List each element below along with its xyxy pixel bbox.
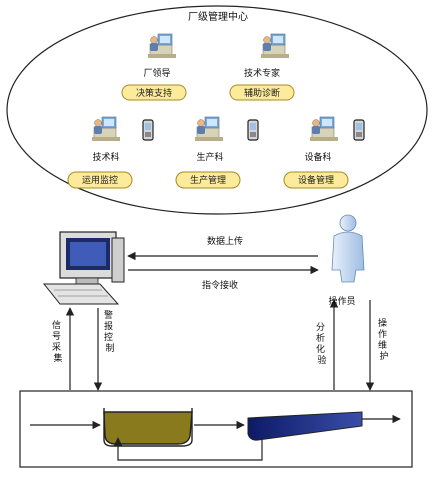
node-tech-expert-pill [229, 84, 295, 101]
computer-icon [42, 231, 125, 305]
node-tech-dept-pill [67, 171, 133, 189]
management-center-ellipse [6, 5, 428, 215]
node-plant-manager-name: 厂领导 [143, 67, 170, 79]
node-tech-expert-name: 技术专家 [244, 67, 280, 79]
operation-maintain-char: 作 [378, 328, 387, 340]
workstation-icon [194, 116, 224, 142]
alarm-control-char: 控 [104, 331, 113, 343]
signal-collect-label: 信 号 采 集 [52, 319, 64, 364]
node-production-dept-function: 生产管理 [190, 174, 226, 186]
alarm-control-char: 制 [105, 342, 114, 354]
handheld-device-icon [353, 119, 365, 141]
operation-maintain-char: 护 [379, 350, 388, 362]
workstation-icon [260, 33, 290, 59]
node-tech-dept-name: 技术科 [92, 151, 119, 163]
node-plant-manager-function: 决策支持 [136, 87, 172, 99]
data-upload-label: 数据上传 [207, 235, 243, 247]
alarm-control-char: 报 [104, 320, 113, 332]
handheld-device-icon [247, 119, 259, 141]
analysis-assay-char: 析 [316, 332, 325, 344]
management-center-title: 厂级管理中心 [188, 10, 248, 23]
workstation-icon [147, 33, 177, 59]
clarifier-channel [247, 411, 363, 441]
operator-label: 操作员 [328, 295, 355, 307]
workstation-icon [309, 116, 339, 142]
command-issue-label: 指令接收 [202, 279, 238, 291]
node-equipment-dept-pill [283, 171, 349, 189]
operation-maintain-char: 维 [378, 339, 387, 351]
node-tech-dept-function: 运用监控 [82, 174, 118, 186]
operation-maintain-char: 操 [378, 317, 387, 329]
alarm-control-label: 警 报 控 制 [104, 309, 116, 354]
operation-maintain-label: 操 作 维 护 [378, 317, 390, 362]
person-icon [331, 214, 365, 283]
node-production-dept-name: 生产科 [196, 151, 223, 163]
aeration-tank [103, 411, 193, 445]
analysis-assay-char: 验 [317, 354, 326, 366]
signal-collect-char: 信 [52, 319, 61, 331]
signal-collect-char: 集 [53, 352, 62, 364]
alarm-control-char: 警 [104, 309, 113, 321]
node-production-dept-pill [175, 171, 241, 189]
node-equipment-dept-function: 设备管理 [298, 174, 334, 186]
node-tech-expert-function: 辅助诊断 [244, 87, 280, 99]
process-box [19, 390, 413, 468]
node-plant-manager-pill [121, 84, 187, 101]
signal-collect-char: 号 [52, 331, 61, 342]
workstation-icon [91, 116, 121, 142]
analysis-assay-char: 化 [316, 343, 325, 355]
return-sludge-loop [113, 437, 263, 461]
analysis-assay-label: 分 析 化 验 [316, 322, 328, 366]
handheld-device-icon [142, 119, 154, 141]
node-equipment-dept-name: 设备科 [304, 151, 331, 163]
analysis-assay-char: 分 [316, 322, 325, 333]
signal-collect-char: 采 [52, 342, 61, 353]
